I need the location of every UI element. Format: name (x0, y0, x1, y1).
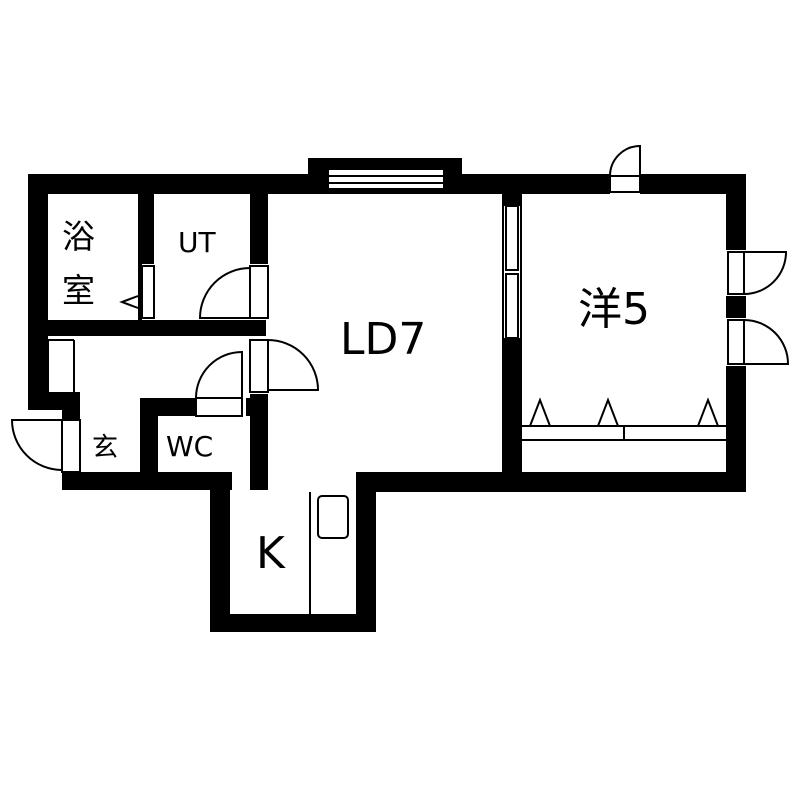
doors (10, 144, 790, 473)
bath-label-2: 室 (62, 271, 95, 310)
windows (327, 167, 445, 191)
toilet-label: WC (166, 430, 213, 463)
kitchen-counter (309, 492, 349, 614)
kitchen-label: K (256, 528, 286, 579)
outer-walls (28, 158, 746, 632)
entrance-label: 玄 (92, 433, 118, 463)
utility-label: UT (178, 226, 216, 259)
bath-label-1: 浴 (62, 217, 95, 256)
closet (522, 397, 726, 441)
western-room-label: 洋5 (578, 284, 650, 335)
living-dining-label: LD7 (340, 314, 426, 365)
room-labels: 浴 室 UT LD7 洋5 玄 WC K (62, 217, 650, 579)
